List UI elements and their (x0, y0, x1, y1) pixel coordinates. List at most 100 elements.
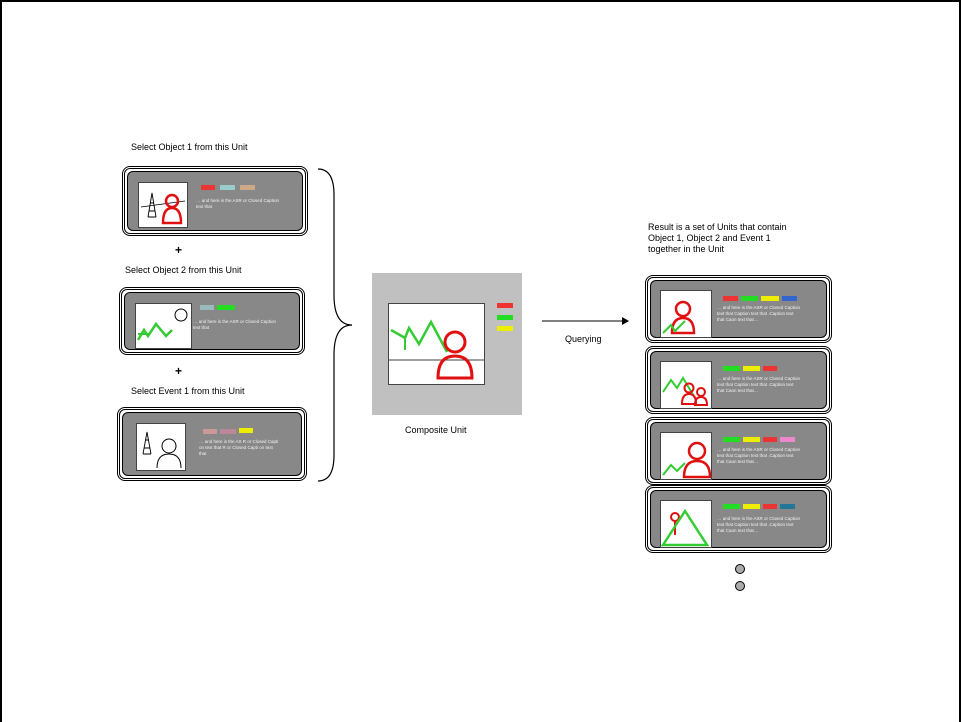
result-unit-4-chip-1 (723, 504, 740, 509)
caption-line: text that (196, 204, 213, 209)
input-unit-3-thumbnail (136, 423, 186, 471)
composite-unit-label: Composite Unit (405, 425, 467, 435)
result-unit-3-chip-1 (723, 437, 740, 442)
input-unit-1: … and here is the ASR or Closed Caption … (122, 166, 308, 236)
input-unit-3-chip-1 (203, 429, 217, 434)
continuation-dot-1 (735, 564, 745, 574)
result-unit-4-chip-2 (743, 504, 760, 509)
composite-unit (372, 273, 522, 415)
result-unit-4-chip-4 (780, 504, 795, 509)
caption-line: text that Caption text that .Caption tex… (717, 382, 794, 387)
result-unit-2: … and here is the ASR or Closed Caption … (645, 346, 832, 414)
querying-label: Querying (565, 334, 602, 344)
two-people-mountain-sketch (662, 376, 709, 406)
result-unit-4-caption: … and here is the ASR or Closed Caption … (717, 516, 800, 534)
input-unit-1-caption: … and here is the ASR or Closed Caption … (196, 198, 279, 210)
mountain-sun-sketch (136, 308, 188, 341)
result-unit-2-chip-3 (763, 366, 777, 371)
result-description: Result is a set of Units that contain Ob… (648, 222, 787, 255)
result-line: together in the Unit (648, 244, 725, 254)
result-unit-1: … and here is the ASR or Closed Caption … (645, 275, 832, 343)
caption-line: that Caon text that… (717, 388, 759, 393)
caption-line: that Caon text that… (717, 317, 759, 322)
result-unit-4-chip-3 (763, 504, 777, 509)
result-unit-1-caption: … and here is the ASR or Closed Caption … (717, 305, 800, 323)
input-unit-1-chip-1 (201, 185, 215, 190)
result-unit-3-caption: … and here is the ASR or Closed Caption … (717, 447, 800, 465)
caption-line: text that Caption text that .Caption tex… (717, 453, 794, 458)
composite-sketch (389, 319, 484, 380)
select-object-2-label: Select Object 2 from this Unit (125, 265, 242, 275)
caption-line: that (199, 451, 207, 456)
input-unit-1-thumbnail (138, 182, 188, 228)
tree-person-sketch (140, 192, 186, 225)
result-unit-3-chip-4 (780, 437, 795, 442)
result-unit-4: … and here is the ASR or Closed Caption … (645, 485, 832, 553)
result-unit-2-chip-1 (723, 366, 740, 371)
caption-line: that Caon text that… (717, 459, 759, 464)
input-unit-3-caption: … and here is the AS R or Closed Capti o… (199, 439, 278, 457)
result-line: Object 1, Object 2 and Event 1 (648, 233, 771, 243)
caption-line: that Caon text that… (717, 528, 759, 533)
composite-unit-thumbnail (388, 303, 485, 385)
tree-person-outline-sketch (142, 431, 182, 469)
caption-line: on text that R or Closed Capti on text (199, 445, 273, 450)
person-mountain-sketch (662, 441, 711, 479)
result-unit-3-body: … and here is the ASR or Closed Caption … (650, 422, 827, 480)
result-unit-1-chip-4 (782, 296, 797, 301)
caption-line: … and here is the AS R or Closed Capti (199, 439, 279, 444)
grouping-brace (317, 168, 353, 482)
select-object-1-label: Select Object 1 from this Unit (131, 142, 248, 152)
caption-line: text that Caption text that .Caption tex… (717, 522, 794, 527)
caption-line: text that Caption text that .Caption tex… (717, 311, 794, 316)
caption-line: … and here is the ASR or Closed Caption (717, 447, 801, 452)
result-unit-2-caption: … and here is the ASR or Closed Caption … (717, 376, 800, 394)
result-unit-3-chip-3 (763, 437, 777, 442)
result-line: Result is a set of Units that contain (648, 222, 787, 232)
plus-sign-2: + (175, 364, 183, 378)
plus-sign-1: + (175, 243, 183, 257)
input-unit-2-caption: … and here is the ASR or Closed Caption … (193, 319, 276, 331)
result-unit-1-chip-3 (761, 296, 779, 301)
composite-chip-2 (497, 315, 513, 320)
person-large-mountain-sketch (661, 508, 710, 547)
result-unit-4-thumbnail (660, 500, 712, 548)
input-unit-1-body: … and here is the ASR or Closed Caption … (127, 171, 303, 231)
input-unit-3-chip-3 (239, 428, 253, 433)
continuation-dot-2 (735, 581, 745, 591)
result-unit-2-thumbnail (660, 361, 712, 409)
input-unit-1-chip-2 (220, 185, 235, 190)
input-unit-2-chip-1 (200, 305, 214, 310)
caption-line: … and here is the ASR or Closed Caption (196, 198, 280, 203)
input-unit-2: … and here is the ASR or Closed Caption … (119, 287, 305, 355)
input-unit-3: … and here is the AS R or Closed Capti o… (117, 407, 307, 481)
result-unit-1-body: … and here is the ASR or Closed Caption … (650, 280, 827, 338)
input-unit-1-chip-3 (240, 185, 255, 190)
composite-chip-3 (497, 326, 513, 331)
caption-line: text that (193, 325, 210, 330)
result-unit-2-chip-2 (743, 366, 760, 371)
input-unit-3-chip-2 (220, 429, 236, 434)
composite-chip-1 (497, 303, 513, 308)
result-unit-1-thumbnail (660, 290, 712, 338)
person-sketch (662, 300, 696, 335)
input-unit-3-body: … and here is the AS R or Closed Capti o… (122, 412, 302, 476)
caption-line: … and here is the ASR or Closed Caption (717, 376, 801, 381)
result-unit-3: … and here is the ASR or Closed Caption … (645, 417, 832, 485)
select-event-1-label: Select Event 1 from this Unit (131, 386, 245, 396)
result-unit-3-thumbnail (660, 432, 712, 480)
input-unit-2-thumbnail (135, 303, 192, 349)
result-unit-1-chip-2 (741, 296, 758, 301)
caption-line: … and here is the ASR or Closed Caption (717, 516, 801, 521)
result-unit-4-body: … and here is the ASR or Closed Caption … (650, 490, 827, 548)
caption-line: … and here is the ASR or Closed Caption (193, 319, 277, 324)
querying-arrow (542, 317, 629, 325)
input-unit-2-chip-2 (217, 305, 235, 310)
result-unit-3-chip-2 (743, 437, 760, 442)
result-unit-2-body: … and here is the ASR or Closed Caption … (650, 351, 827, 409)
result-unit-1-chip-1 (723, 296, 738, 301)
caption-line: … and here is the ASR or Closed Caption (717, 305, 801, 310)
input-unit-2-body: … and here is the ASR or Closed Caption … (124, 292, 300, 350)
